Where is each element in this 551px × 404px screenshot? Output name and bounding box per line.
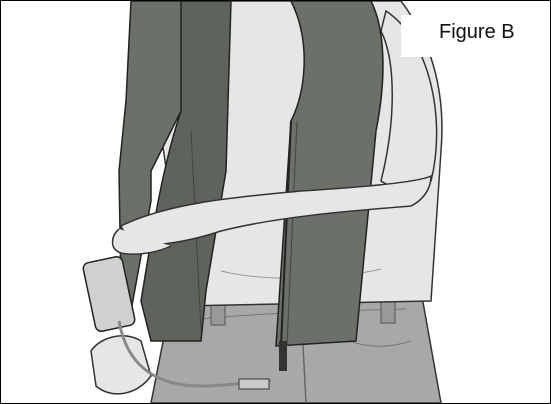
lower-hand [91,336,151,394]
figure-label: Figure B [439,21,515,44]
figure-label-box: Figure B [401,15,551,57]
